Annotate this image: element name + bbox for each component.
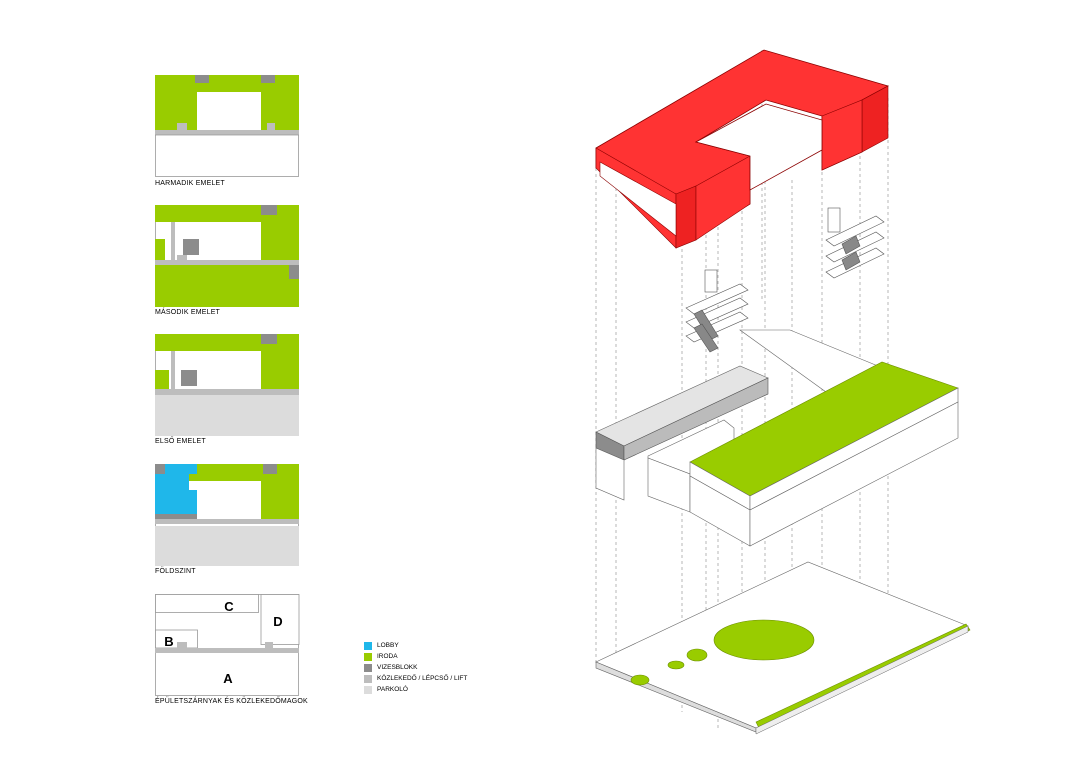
legend-label: KÖZLEKEDŐ / LÉPCSŐ / LIFT — [377, 675, 468, 682]
legend-swatch — [364, 685, 372, 694]
legend-swatch — [364, 674, 372, 683]
legend-item-lobby: LOBBY — [364, 640, 467, 651]
legend-label: PARKOLÓ — [377, 686, 408, 693]
legend-swatch — [364, 652, 372, 661]
stair-core-left — [685, 269, 749, 353]
wing-d-label: D — [273, 614, 282, 629]
plan-label-ground-floor: FÖLDSZINT — [155, 568, 196, 575]
plan-wings-cores: C D B A — [155, 594, 300, 696]
legend-label: LOBBY — [377, 642, 399, 649]
plan-second-floor — [155, 205, 300, 307]
roof-red-volume — [595, 49, 890, 249]
legend-swatch — [364, 641, 372, 650]
legend-item-iroda: IRODA — [364, 651, 467, 662]
plan-label-second-floor: MÁSODIK EMELET — [155, 309, 221, 316]
stair-core-right — [825, 207, 885, 279]
wing-a-label: A — [223, 671, 233, 686]
legend-item-kozlekedo: KÖZLEKEDŐ / LÉPCSŐ / LIFT — [364, 673, 467, 684]
legend-label: IRODA — [377, 653, 398, 660]
plan-first-floor — [155, 334, 300, 436]
plan-label-wings-cores: ÉPÜLETSZÁRNYAK ÉS KÖZLEKEDŐMAGOK — [155, 698, 308, 705]
wing-c-label: C — [224, 599, 234, 614]
legend-item-vizesblokk: VIZESBLOKK — [364, 662, 467, 673]
plan-third-floor — [155, 75, 300, 177]
wing-b-label: B — [164, 634, 173, 649]
plan-ground-floor — [155, 464, 300, 566]
ground-slab — [595, 561, 971, 735]
legend-swatch — [364, 663, 372, 672]
office-volumes — [595, 329, 959, 547]
plan-label-first-floor: ELSŐ EMELET — [155, 438, 206, 445]
plan-label-third-floor: HARMADIK EMELET — [155, 180, 225, 187]
legend-item-parkolo: PARKOLÓ — [364, 684, 467, 695]
legend-label: VIZESBLOKK — [377, 664, 418, 671]
legend: LOBBY IRODA VIZESBLOKK KÖZLEKEDŐ / LÉPCS… — [364, 640, 467, 695]
